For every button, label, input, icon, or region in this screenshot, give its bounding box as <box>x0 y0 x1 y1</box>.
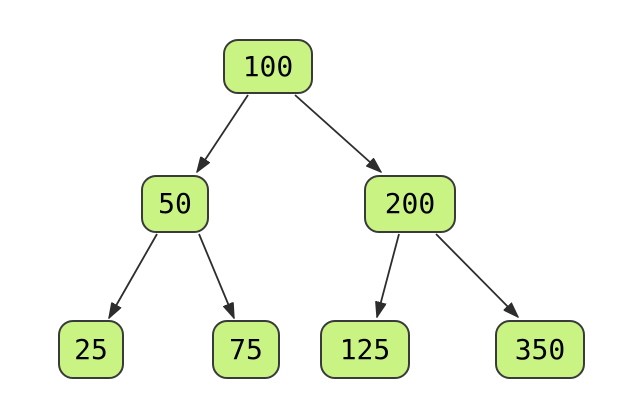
node-label: 50 <box>158 187 192 220</box>
tree-node-50: 50 <box>141 175 209 233</box>
edge-50-75 <box>198 233 235 318</box>
node-label: 25 <box>74 332 108 366</box>
node-label: 75 <box>229 332 263 366</box>
tree-node-200: 200 <box>364 175 456 233</box>
node-label: 125 <box>339 332 391 366</box>
node-label: 350 <box>514 332 566 366</box>
edge-100-200 <box>294 94 381 172</box>
tree-node-100: 100 <box>223 39 313 94</box>
tree-node-125: 125 <box>320 320 410 379</box>
tree-node-75: 75 <box>212 320 280 379</box>
edge-200-350 <box>435 233 518 317</box>
edge-50-25 <box>109 233 158 318</box>
edge-100-50 <box>197 94 249 172</box>
edge-200-125 <box>377 233 400 317</box>
node-label: 200 <box>384 187 436 220</box>
tree-node-25: 25 <box>58 320 124 379</box>
tree-node-350: 350 <box>495 320 585 379</box>
node-label: 100 <box>242 49 294 83</box>
